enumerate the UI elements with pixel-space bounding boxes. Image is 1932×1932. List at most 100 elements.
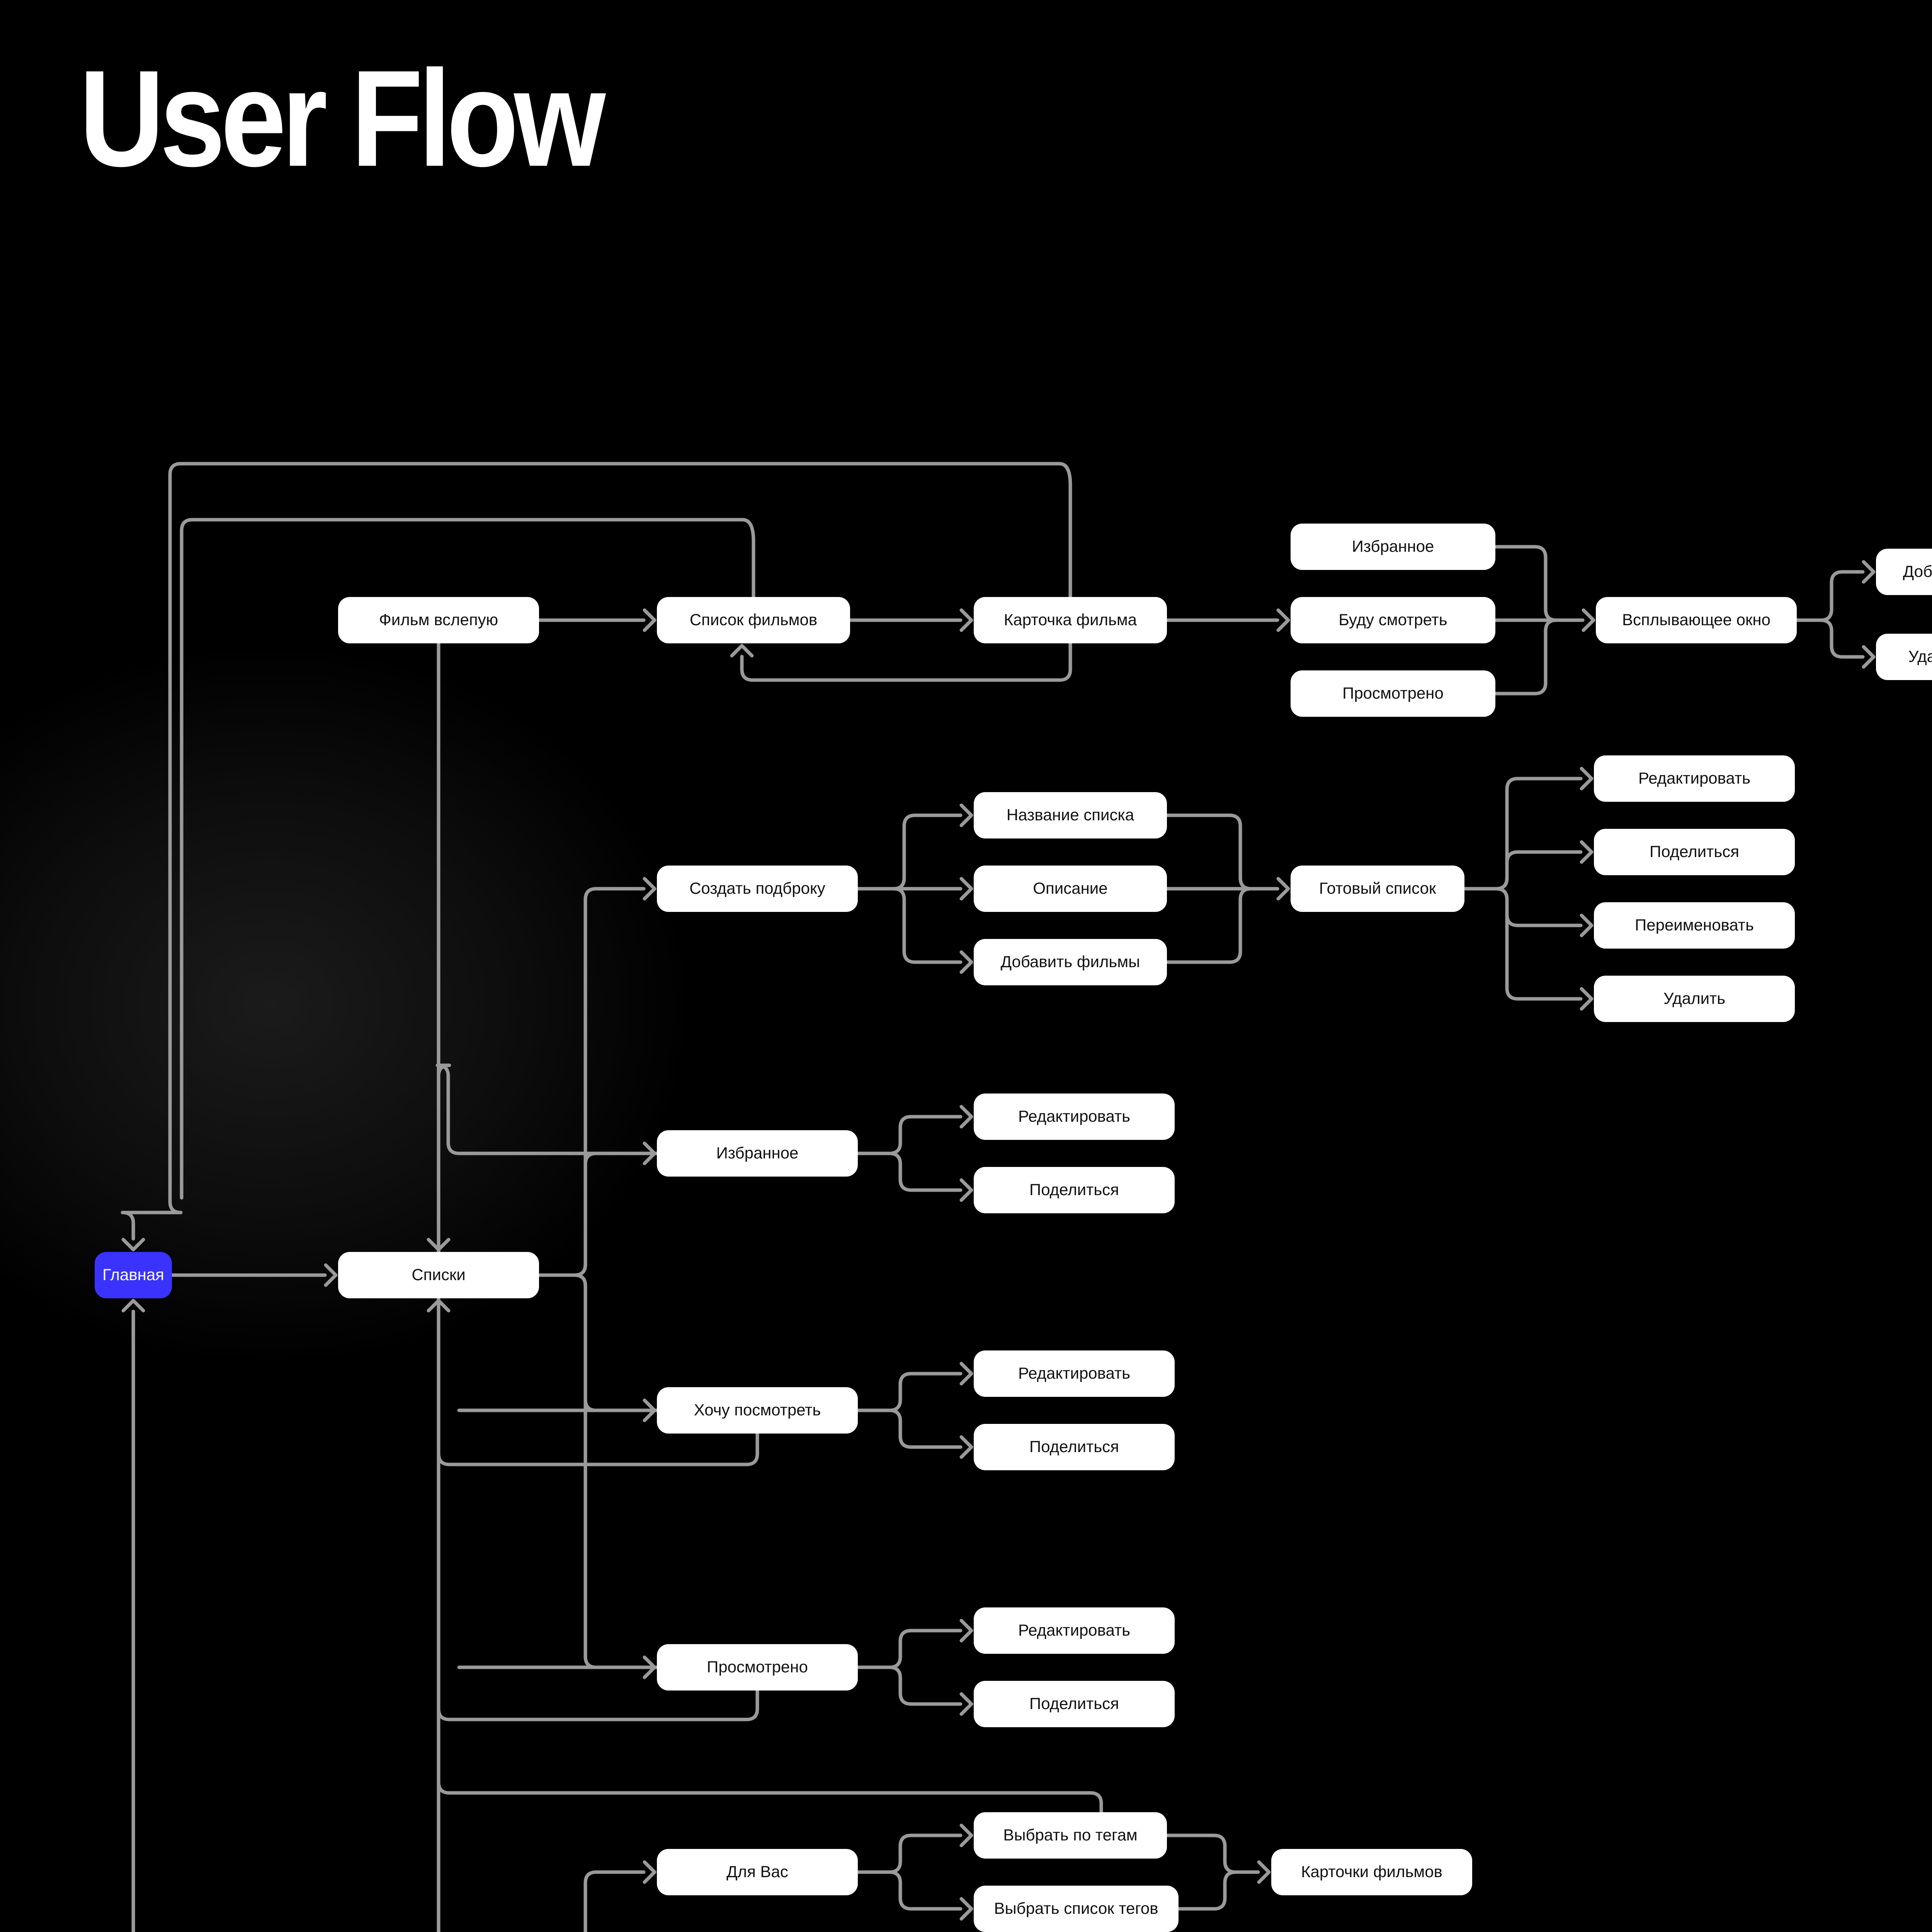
- flow-node-gotovyspisok[interactable]: Готовый список: [1291, 866, 1464, 912]
- node-shape: [1876, 634, 1932, 680]
- node-label: Удалено из списка: [1908, 647, 1932, 665]
- node-shape: [974, 1681, 1175, 1727]
- flow-node-izb-podelitsya[interactable]: Поделиться: [974, 1167, 1175, 1213]
- flow-node-glavnaya[interactable]: Главная: [95, 1252, 172, 1298]
- node-label: Поделиться: [1029, 1437, 1119, 1456]
- node-shape: [1291, 597, 1495, 643]
- node-label: Всплывающее окно: [1622, 611, 1770, 629]
- node-label: Карточка фильма: [1004, 611, 1137, 629]
- flow-node-dlyavas[interactable]: Для Вас: [657, 1849, 858, 1895]
- node-shape: [1291, 866, 1464, 912]
- flow-node-gs-udalit[interactable]: Удалить: [1594, 976, 1795, 1022]
- node-label: Фильм вслепую: [379, 611, 498, 629]
- node-shape: [974, 1607, 1175, 1654]
- flow-node-gs-redaktirovat[interactable]: Редактировать: [1594, 755, 1795, 802]
- node-label: Для Вас: [726, 1862, 788, 1881]
- node-shape: [657, 1849, 858, 1895]
- node-label: Поделиться: [1029, 1180, 1119, 1199]
- node-label: Редактировать: [1018, 1107, 1130, 1125]
- node-shape: [974, 866, 1167, 912]
- node-label: Буду смотреть: [1338, 611, 1447, 629]
- node-shape: [974, 597, 1167, 643]
- node-label: Список фильмов: [690, 611, 817, 629]
- node-shape: [1271, 1849, 1472, 1895]
- node-shape: [657, 866, 858, 912]
- flow-node-prosmotreno[interactable]: Просмотрено: [657, 1644, 858, 1690]
- flow-node-spiski[interactable]: Списки: [338, 1252, 539, 1298]
- flow-node-sozdatpodbroku[interactable]: Создать подброку: [657, 866, 858, 912]
- node-label: Название списка: [1007, 806, 1134, 824]
- node-shape: [974, 1886, 1179, 1932]
- flow-node-filmvslepuyu[interactable]: Фильм вслепую: [338, 597, 539, 643]
- edge-layer: [121, 462, 1876, 1932]
- node-label: Описание: [1033, 879, 1107, 897]
- flow-node-hochuposmotret[interactable]: Хочу посмотреть: [657, 1387, 858, 1434]
- flow-node-nazvaniespiska[interactable]: Название списка: [974, 792, 1167, 838]
- node-shape: [1594, 755, 1795, 802]
- node-label: Главная: [102, 1265, 164, 1284]
- node-label: Добавлено в список: [1903, 562, 1932, 580]
- flow-node-dobavitfilmy[interactable]: Добавить фильмы: [974, 939, 1167, 985]
- node-label: Добавить фильмы: [1001, 952, 1140, 971]
- node-label: Редактировать: [1638, 769, 1750, 787]
- node-label: Редактировать: [1018, 1621, 1130, 1639]
- flow-node-gs-podelitsya[interactable]: Поделиться: [1594, 829, 1795, 875]
- flow-node-pr-podelitsya[interactable]: Поделиться: [974, 1681, 1175, 1727]
- flow-node-dobavlenovspisok[interactable]: Добавлено в список: [1876, 549, 1932, 595]
- node-label: Поделиться: [1029, 1694, 1119, 1713]
- flow-node-vybratspisoktegov[interactable]: Выбрать список тегов: [974, 1886, 1179, 1932]
- node-shape: [95, 1252, 172, 1298]
- node-label: Выбрать по тегам: [1003, 1826, 1137, 1844]
- flow-node-izbrannoe[interactable]: Избранное: [657, 1130, 858, 1177]
- node-label: Избранное: [1352, 537, 1434, 555]
- flow-node-budusmotret[interactable]: Буду смотреть: [1291, 597, 1495, 643]
- node-shape: [974, 1350, 1175, 1397]
- node-label: Поделиться: [1650, 842, 1739, 861]
- flow-node-vybratpotegam[interactable]: Выбрать по тегам: [974, 1812, 1167, 1859]
- node-label: Удалить: [1663, 989, 1725, 1007]
- flow-node-hp-redaktirovat[interactable]: Редактировать: [974, 1350, 1175, 1397]
- node-shape: [1594, 829, 1795, 875]
- node-label: Выбрать список тегов: [994, 1899, 1158, 1917]
- node-shape: [338, 597, 539, 643]
- node-label: Просмотрено: [707, 1658, 808, 1676]
- node-shape: [974, 1094, 1175, 1140]
- node-shape: [974, 1167, 1175, 1213]
- node-label: Переименовать: [1635, 916, 1754, 934]
- flow-node-izb-redaktirovat[interactable]: Редактировать: [974, 1094, 1175, 1140]
- node-shape: [974, 1424, 1175, 1470]
- node-shape: [974, 939, 1167, 985]
- flow-node-gs-pereimenovat[interactable]: Переименовать: [1594, 902, 1795, 949]
- flow-node-prosmotreno-top[interactable]: Просмотрено: [1291, 670, 1495, 717]
- node-shape: [657, 1130, 858, 1177]
- node-label: Списки: [412, 1265, 465, 1284]
- flow-node-kartochkifilmov[interactable]: Карточки фильмов: [1271, 1849, 1472, 1895]
- flow-node-vsplyvayushcheeokno[interactable]: Всплывающее окно: [1596, 597, 1797, 643]
- node-label: Хочу посмотреть: [694, 1401, 821, 1419]
- node-shape: [338, 1252, 539, 1298]
- node-shape: [657, 1644, 858, 1690]
- node-label: Создать подброку: [689, 879, 825, 897]
- flow-node-hp-podelitsya[interactable]: Поделиться: [974, 1424, 1175, 1470]
- node-shape: [1596, 597, 1797, 643]
- flow-node-udalenoizspiska[interactable]: Удалено из списка: [1876, 634, 1932, 680]
- page-title: User Flow: [79, 42, 606, 195]
- node-shape: [974, 1812, 1167, 1859]
- flow-node-kartochkafilma[interactable]: Карточка фильма: [974, 597, 1167, 643]
- node-label: Редактировать: [1018, 1364, 1130, 1382]
- flow-node-izbrannoe-top[interactable]: Избранное: [1291, 524, 1495, 570]
- flow-node-spisokfilmov[interactable]: Список фильмов: [657, 597, 850, 643]
- node-shape: [657, 1387, 858, 1434]
- node-shape: [974, 792, 1167, 838]
- node-label: Карточки фильмов: [1301, 1862, 1442, 1881]
- node-label: Просмотрено: [1342, 684, 1444, 702]
- node-shape: [1594, 902, 1795, 949]
- node-shape: [1594, 976, 1795, 1022]
- flow-node-pr-redaktirovat[interactable]: Редактировать: [974, 1607, 1175, 1654]
- node-label: Избранное: [716, 1144, 799, 1162]
- node-shape: [1291, 670, 1495, 717]
- flow-node-opisanie[interactable]: Описание: [974, 866, 1167, 912]
- node-shape: [1291, 524, 1495, 570]
